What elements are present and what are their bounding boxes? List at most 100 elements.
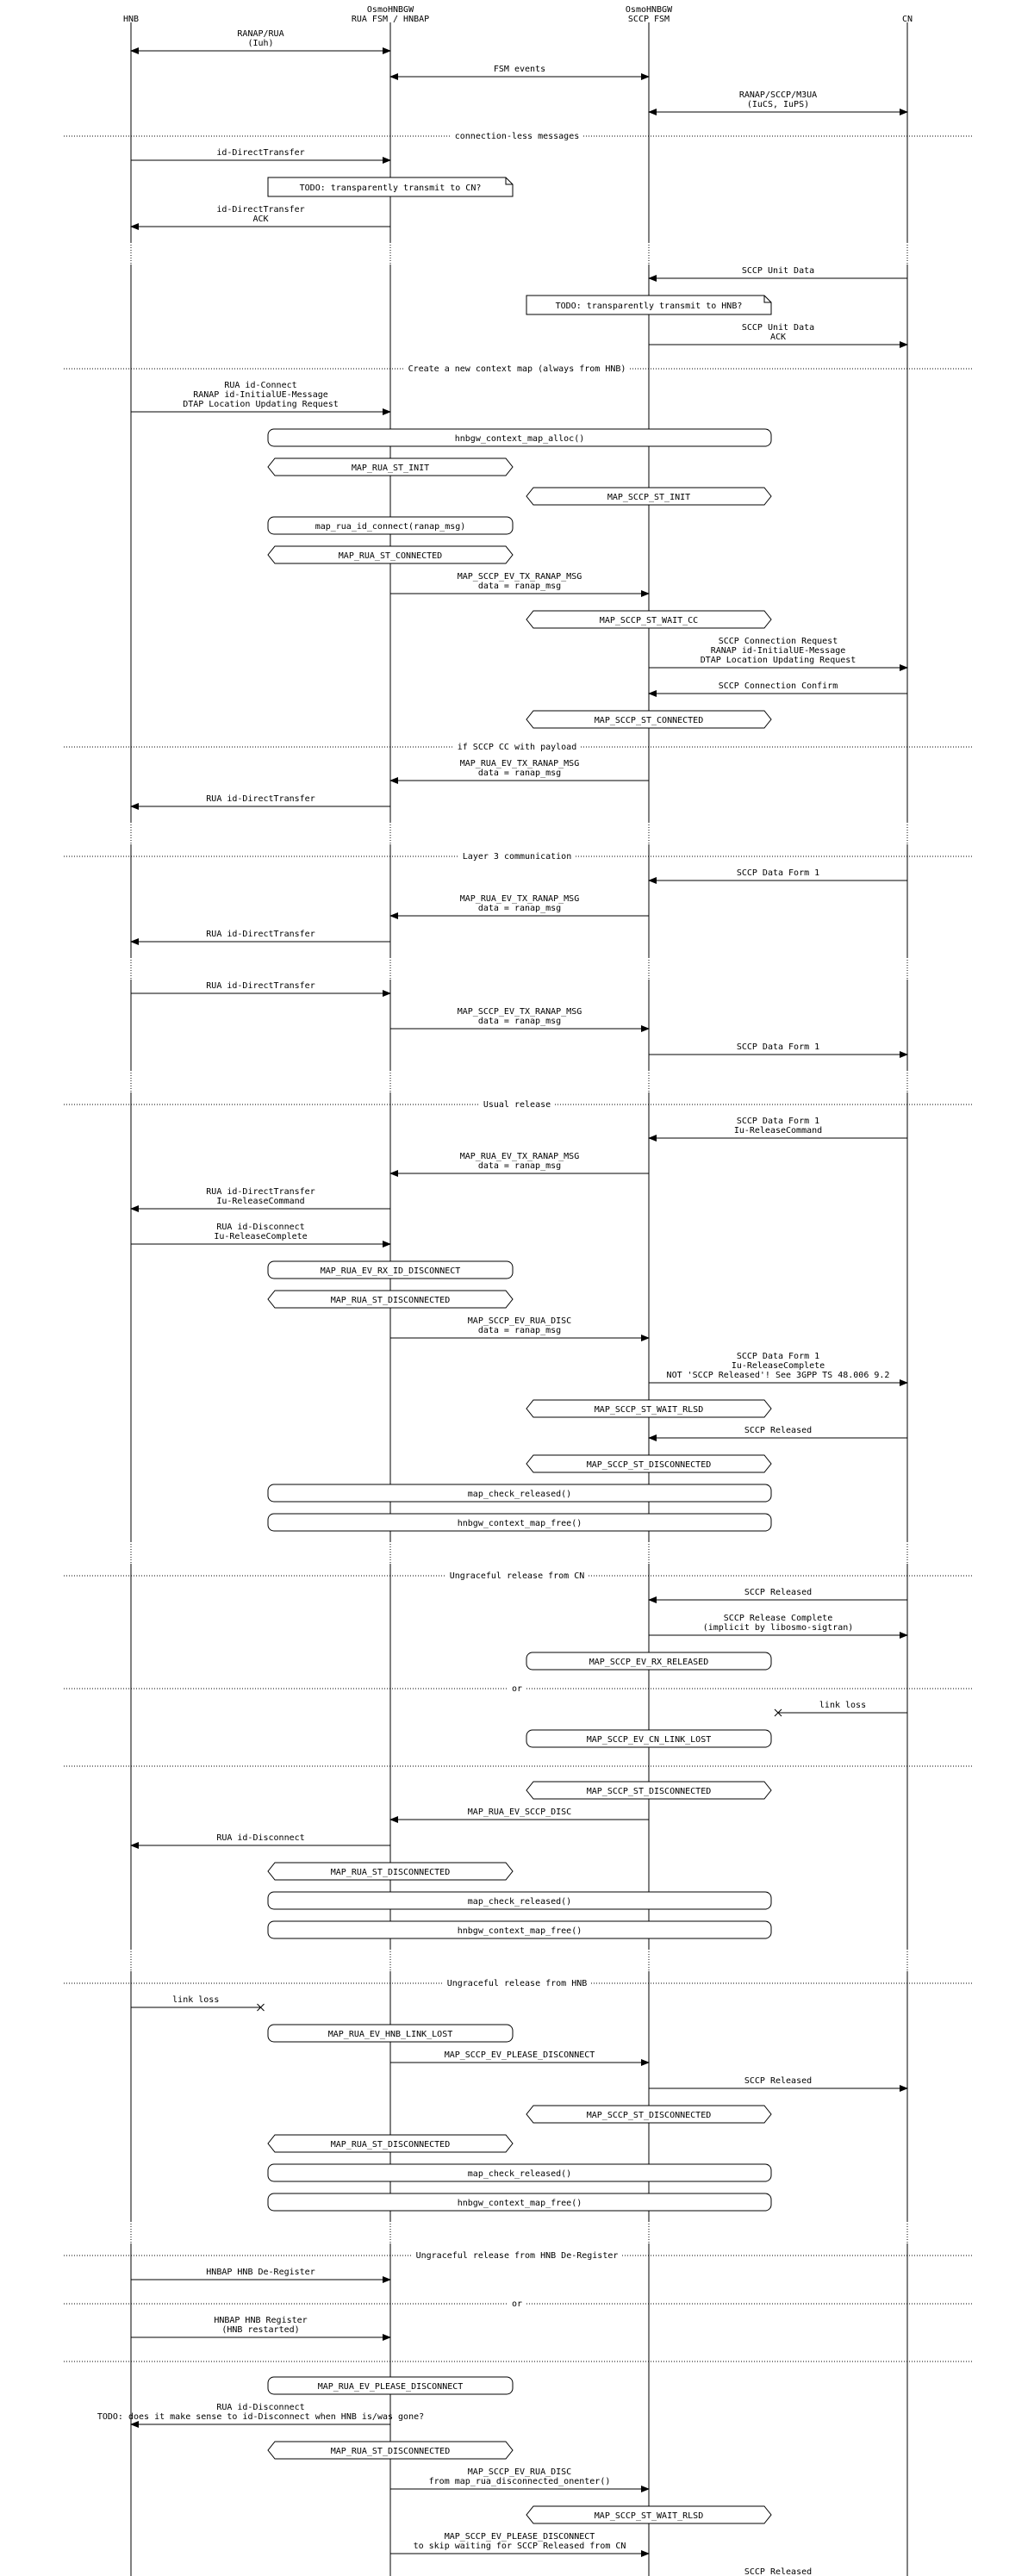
message-label: SCCP Data Form 1 [737, 1352, 819, 1361]
message-arrow: SCCP Release Complete(implicit by libosm… [649, 1614, 908, 1639]
separator-label: Layer 3 communication [463, 852, 571, 862]
box-label: MAP_RUA_ST_DISCONNECTED [331, 2447, 450, 2456]
separator: or [64, 2299, 974, 2309]
box-label: MAP_RUA_EV_PLEASE_DISCONNECT [318, 2382, 464, 2392]
message-label: NOT 'SCCP Released'! See 3GPP TS 48.006 … [667, 1371, 890, 1380]
message-arrow: SCCP Released [648, 1588, 907, 1603]
separator: Ungraceful release from HNB De-Register [64, 2250, 974, 2261]
box-label: MAP_SCCP_EV_RX_RELEASED [589, 1658, 708, 1667]
box-label: MAP_RUA_ST_CONNECTED [339, 551, 442, 561]
separator-label-bg [413, 2250, 621, 2261]
message-arrow: RANAP/RUA(Iuh) [130, 29, 391, 54]
message-label: DTAP Location Updating Request [701, 656, 856, 665]
separator: Ungraceful release from HNB [64, 1978, 974, 1988]
message-label: MAP_SCCP_EV_RUA_DISC [468, 2467, 571, 2477]
box-label: MAP_SCCP_ST_DISCONNECTED [587, 1460, 712, 1470]
message-label: SCCP Data Form 1 [737, 868, 819, 878]
separator: or [64, 1683, 974, 1694]
separator-label-bg [452, 131, 582, 141]
state-shape [526, 1454, 772, 1473]
message-label: RUA id-Disconnect [216, 2403, 304, 2412]
separator: Create a new context map (always from HN… [64, 364, 974, 374]
message-label: Iu-ReleaseCommand [216, 1197, 304, 1206]
participant-label: OsmoHNBGW [626, 5, 673, 15]
box-label: hnbgw_context_map_free() [458, 1926, 582, 1936]
message-label: data = ranap_msg [478, 768, 561, 778]
message-label: RUA id-Disconnect [216, 1833, 304, 1843]
separator: Ungraceful release from CN [64, 1571, 974, 1581]
message-arrow: RANAP/SCCP/M3UA(IuCS, IuPS) [648, 90, 908, 115]
action-shape [267, 1891, 772, 1910]
state-shape [526, 2105, 772, 2124]
state-shape [526, 610, 772, 629]
message-arrow: RUA id-DirectTransfer [130, 794, 390, 810]
message-arrow: SCCP Released [648, 1426, 907, 1441]
action-shape [526, 1729, 772, 1748]
message-label: MAP_RUA_EV_SCCP_DISC [468, 1808, 571, 1817]
message-label: RUA id-DirectTransfer [206, 794, 315, 804]
action-box: map_rua_id_connect(ranap_msg) [267, 516, 514, 535]
separator-label-bg [480, 1099, 554, 1110]
note: TODO: transparently transmit to CN? [267, 177, 514, 197]
action-shape [267, 2193, 772, 2212]
state-box: MAP_SCCP_ST_CONNECTED [526, 710, 772, 729]
participant-label: HNB [123, 15, 139, 24]
state-shape [526, 487, 772, 506]
action-box: MAP_RUA_EV_HNB_LINK_LOST [267, 2024, 514, 2043]
lost-message: link loss [774, 1701, 907, 1717]
lost-cross-icon [257, 2003, 265, 2012]
message-label: SCCP Data Form 1 [737, 1117, 819, 1126]
message-label: SCCP Release Complete [724, 1614, 832, 1623]
separator-label: or [512, 1684, 522, 1694]
action-box: hnbgw_context_map_alloc() [267, 428, 772, 447]
separator-label-bg [508, 2299, 526, 2309]
action-box: MAP_RUA_EV_RX_ID_DISCONNECT [267, 1260, 514, 1279]
participant-label: SCCP FSM [628, 15, 670, 24]
box-label: map_check_released() [468, 1490, 571, 1499]
message-arrow: SCCP Connection Confirm [648, 681, 907, 697]
action-box: hnbgw_context_map_free() [267, 1513, 772, 1532]
message-label: data = ranap_msg [478, 1161, 561, 1171]
message-label: SCCP Connection Confirm [719, 681, 838, 691]
note-shape [267, 177, 514, 197]
message-label: ACK [252, 215, 268, 224]
box-label: map_check_released() [468, 1897, 571, 1907]
message-label: data = ranap_msg [478, 1017, 561, 1026]
message-label: FSM events [494, 65, 545, 74]
lost-message-label: link loss [819, 1701, 866, 1710]
message-label: (HNB restarted) [221, 2325, 299, 2335]
state-shape [267, 1290, 514, 1309]
message-label: (Iuh) [247, 39, 273, 48]
message-label: data = ranap_msg [478, 1326, 561, 1335]
message-label: id-DirectTransfer [216, 205, 304, 215]
state-box: MAP_SCCP_ST_DISCONNECTED [526, 2105, 772, 2124]
state-shape [526, 1781, 772, 1800]
box-label: MAP_RUA_EV_RX_ID_DISCONNECT [321, 1266, 461, 1276]
message-label: Iu-ReleaseComplete [214, 1232, 307, 1241]
message-arrow: MAP_SCCP_EV_PLEASE_DISCONNECT [390, 2050, 650, 2066]
participant-hnb: HNB [123, 15, 139, 24]
separator: Layer 3 communication [64, 851, 974, 862]
action-shape [267, 1260, 514, 1279]
message-label: MAP_SCCP_EV_PLEASE_DISCONNECT [445, 2532, 595, 2542]
message-label: Iu-ReleaseComplete [732, 1361, 825, 1371]
message-label: RANAP id-InitialUE-Message [193, 390, 328, 400]
separator-label: Ungraceful release from HNB [447, 1979, 588, 1988]
state-shape [267, 545, 514, 564]
message-label: RANAP id-InitialUE-Message [711, 646, 846, 656]
box-label: MAP_SCCP_EV_CN_LINK_LOST [587, 1735, 712, 1745]
message-arrow: SCCP Data Form 1Iu-ReleaseCommand [648, 1117, 907, 1142]
separator-label: Ungraceful release from CN [450, 1571, 585, 1581]
action-shape [267, 2163, 772, 2182]
message-label: MAP_RUA_EV_TX_RANAP_MSG [460, 1152, 579, 1161]
